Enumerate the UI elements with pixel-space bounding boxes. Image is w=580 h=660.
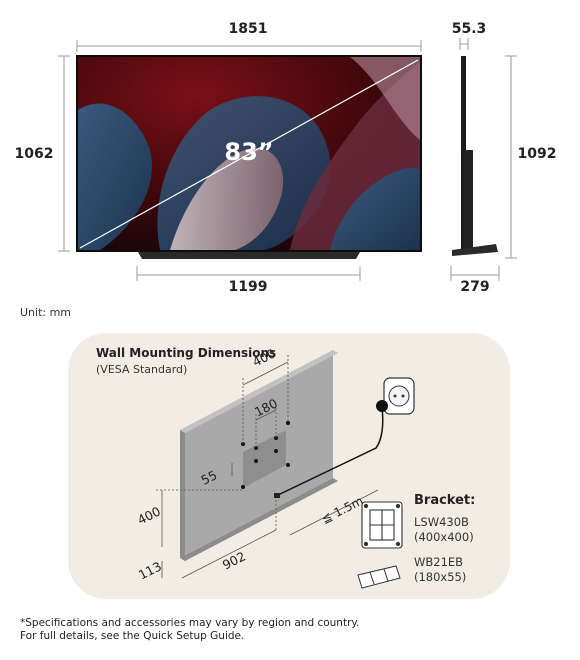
bracket-1-model: LSW430B [414,515,469,529]
side-depth-label: 55.3 [451,21,487,37]
bracket-title: Bracket: [414,493,476,508]
front-width-dimension [76,40,422,52]
bracket-2-model: WB21EB [414,555,464,569]
front-height-label: 1062 [14,146,54,162]
side-height-label: 1092 [517,146,557,162]
bracket-1-size: (400x400) [414,530,474,544]
side-stand-depth-dimension [450,266,500,281]
front-height-dimension [58,55,70,252]
power-outlet-icon [383,377,415,415]
unit-label: Unit: mm [20,306,72,319]
bracket-small-icon [357,565,401,589]
front-width-label: 1851 [228,21,268,37]
footnote-line-1: *Specifications and accessories may vary… [20,617,360,629]
bracket-large-icon [361,501,403,549]
screen-diagonal-label: 83” [224,138,274,166]
side-height-dimension [505,55,517,259]
side-stand-depth-label: 279 [460,279,490,295]
power-cable [277,407,384,496]
tv-side-view [452,56,498,256]
footnote-line-2: For full details, see the Quick Setup Gu… [20,630,245,642]
stand-width-dimension [136,266,361,281]
power-plug-icon [376,400,388,412]
vesa-dimension-lines [156,355,379,579]
wall-mount-title: Wall Mounting Dimensions [96,346,277,360]
bracket-2-size: (180x55) [414,570,467,584]
side-depth-dimension [459,38,469,50]
wall-mount-subtitle: (VESA Standard) [96,363,188,376]
tv-front [76,55,422,259]
vesa-small-area [243,430,286,488]
stand-width-label: 1199 [228,279,268,295]
